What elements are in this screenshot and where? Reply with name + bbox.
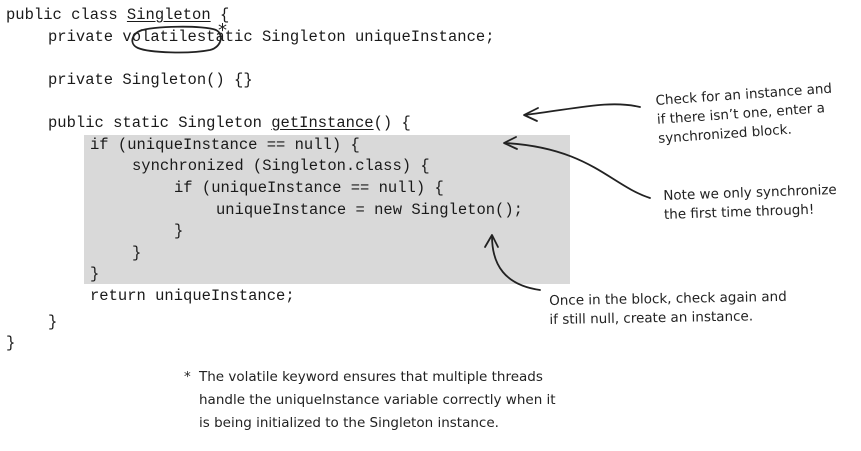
code-line-inner-check: if (uniqueInstance == null) { — [174, 179, 444, 197]
class-name: Singleton — [126, 6, 211, 24]
code-line-class-declaration: public class Singleton { — [6, 6, 229, 24]
annotation-check-again: Once in the block, check again and if st… — [549, 288, 787, 330]
code-text: private — [48, 28, 123, 46]
annotation-line: is being initialized to the Singleton in… — [184, 412, 556, 435]
annotation-line: * The volatile keyword ensures that multi… — [184, 366, 556, 389]
code-text: static Singleton uniqueInstance; — [196, 28, 495, 46]
arrowhead-inner-check — [484, 234, 499, 248]
arrowhead-method — [523, 107, 539, 122]
code-line-close-brace: } — [132, 244, 142, 262]
synchronized-block-highlight — [84, 135, 570, 284]
annotation-text: handle the uniqueInstance variable corre… — [199, 392, 556, 408]
code-text: public static Singleton — [48, 114, 272, 132]
code-line-close-brace: } — [90, 265, 100, 283]
code-text: { — [210, 6, 230, 24]
annotation-text: is being initialized to the Singleton in… — [199, 415, 499, 431]
code-line-synchronized: synchronized (Singleton.class) { — [132, 157, 430, 175]
annotation-line: handle the uniqueInstance variable corre… — [184, 389, 556, 412]
volatile-keyword: volatile — [122, 28, 197, 46]
code-line-close-brace: } — [174, 222, 184, 240]
code-line-constructor: private Singleton() {} — [48, 71, 253, 89]
code-text: public class — [6, 6, 127, 24]
code-text: () { — [373, 114, 411, 132]
code-line-return: return uniqueInstance; — [90, 287, 295, 305]
method-name: getInstance — [271, 114, 374, 132]
code-line-close-brace: } — [6, 334, 16, 352]
annotation-synchronize-once: Note we only synchronize the first time … — [663, 181, 838, 225]
arrow-to-outer-check — [504, 142, 651, 199]
volatile-asterisk: * — [218, 20, 227, 41]
arrowhead-outer-check — [503, 136, 518, 150]
code-line-create-instance: uniqueInstance = new Singleton(); — [216, 201, 523, 219]
annotation-volatile-note: * The volatile keyword ensures that multi… — [184, 366, 556, 435]
code-line-method: public static Singleton getInstance() { — [48, 114, 411, 132]
asterisk-marker: * — [184, 369, 191, 385]
annotation-text: The volatile keyword ensures that multip… — [199, 369, 543, 385]
arrow-to-method — [524, 103, 641, 116]
code-line-outer-check: if (uniqueInstance == null) { — [90, 136, 360, 154]
volatile-circle — [131, 25, 222, 54]
code-line-close-brace: } — [48, 313, 58, 331]
arrow-to-inner-check — [491, 235, 541, 291]
code-line-field: private volatilestatic Singleton uniqueI… — [48, 28, 495, 46]
